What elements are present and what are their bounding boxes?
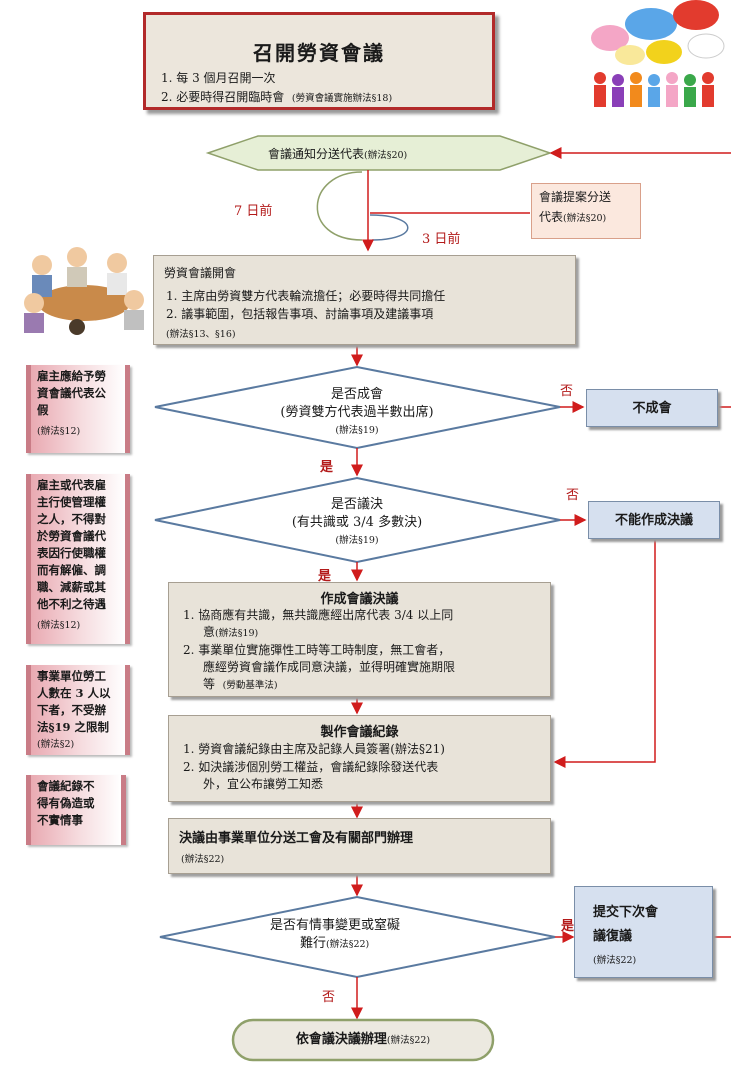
meeting-box: 勞資會議開會 1. 主席由勞資雙方代表輪流擔任；必要時得共同擔任 2. 議事範圍… <box>153 255 576 345</box>
final-shape <box>231 1018 495 1062</box>
title-line-2: 2. 必要時得召開臨時會 (勞資會議實施辦法§18) <box>161 90 393 104</box>
resubmit-box: 提交下次會 議復議 (辦法§22) <box>574 886 713 978</box>
final-label: 依會議決議辦理(辦法§22) <box>295 1032 431 1047</box>
side-note-protection: 雇主或代表雇 主行使管理權 之人，不得對 於勞資會議代 表因行使職權 而有解僱、… <box>26 474 130 644</box>
record-item-1: 1. 勞資會議紀錄由主席及記錄人員簽署(辦法§21) <box>183 742 445 756</box>
decision-item-1: 1. 協商應有共識，無共識應經出席代表 3/4 以上同 意(辦法§19) <box>183 608 454 639</box>
quorum-no-label: 否 <box>560 384 574 399</box>
title-box: 召開勞資會議 1. 每 3 個月召開一次 2. 必要時得召開臨時會 (勞資會議實… <box>143 12 495 110</box>
quorum-yes-label: 是 <box>320 460 334 475</box>
change-no-label: 否 <box>322 990 336 1005</box>
dispatch-box: 決議由事業單位分送工會及有關部門辦理 (辦法§22) <box>168 818 551 874</box>
decision-title: 作成會議決議 <box>320 592 399 607</box>
meeting-ref: (辦法§13、§16) <box>166 329 236 340</box>
days3-label: 3 日前 <box>422 232 461 247</box>
decision-item-2: 2. 事業單位實施彈性工時等工時制度，無工會者， 應經勞資會議作成同意決議，並得… <box>183 643 456 691</box>
record-item-2: 2. 如決議涉個別勞工權益，會議紀錄除發送代表 外，宜公布讓勞工知悉 <box>183 760 439 791</box>
fail-resolve-box: 不能作成決議 <box>588 501 720 539</box>
fail-quorum-box: 不成會 <box>586 389 718 427</box>
side-note-leave: 雇主應給予勞 資會議代表公 假 (辦法§12) <box>26 365 130 453</box>
resolve-yes-label: 是 <box>318 569 332 584</box>
quorum-text: 是否成會 (勞資雙方代表過半數出席) (辦法§19) <box>280 387 434 436</box>
meeting-item-1: 1. 主席由勞資雙方代表輪流擔任；必要時得共同擔任 <box>166 289 446 303</box>
side-note-small-employer: 事業單位勞工 人數在 3 人以 下者，不受辦 法§19 之限制 (辦法§2) <box>26 665 130 755</box>
record-title: 製作會議紀錄 <box>320 725 399 740</box>
record-box: 製作會議紀錄 1. 勞資會議紀錄由主席及記錄人員簽署(辦法§21) 2. 如決議… <box>168 715 551 802</box>
title-line-1: 1. 每 3 個月召開一次 <box>161 71 276 85</box>
change-yes-label: 是 <box>561 919 575 934</box>
decision-box: 作成會議決議 1. 協商應有共識，無共識應經出席代表 3/4 以上同 意(辦法§… <box>168 582 551 697</box>
meeting-item-2: 2. 議事範圍，包括報告事項、討論事項及建議事項 <box>166 307 434 321</box>
side-note-record-integrity: 會議紀錄不 得有偽造或 不實情事 <box>26 775 126 845</box>
days7-label: 7 日前 <box>234 204 273 219</box>
resolve-text: 是否議決 (有共識或 3/4 多數決) (辦法§19) <box>291 497 423 546</box>
discussion-people-icon <box>591 0 725 107</box>
dispatch-ref: (辦法§22) <box>181 854 225 865</box>
meeting-title: 勞資會議開會 <box>164 266 237 280</box>
notice-label: 會議通知分送代表(辦法§20) <box>268 147 408 161</box>
resolve-no-label: 否 <box>566 488 580 503</box>
meeting-table-icon <box>24 247 144 335</box>
dispatch-title: 決議由事業單位分送工會及有關部門辦理 <box>179 831 414 846</box>
proposal-box: 會議提案分送 代表(辦法§20) <box>531 183 641 239</box>
change-text: 是否有情事變更或窒礙 難行(辦法§22) <box>270 918 401 951</box>
page-title: 召開勞資會議 <box>253 41 385 65</box>
